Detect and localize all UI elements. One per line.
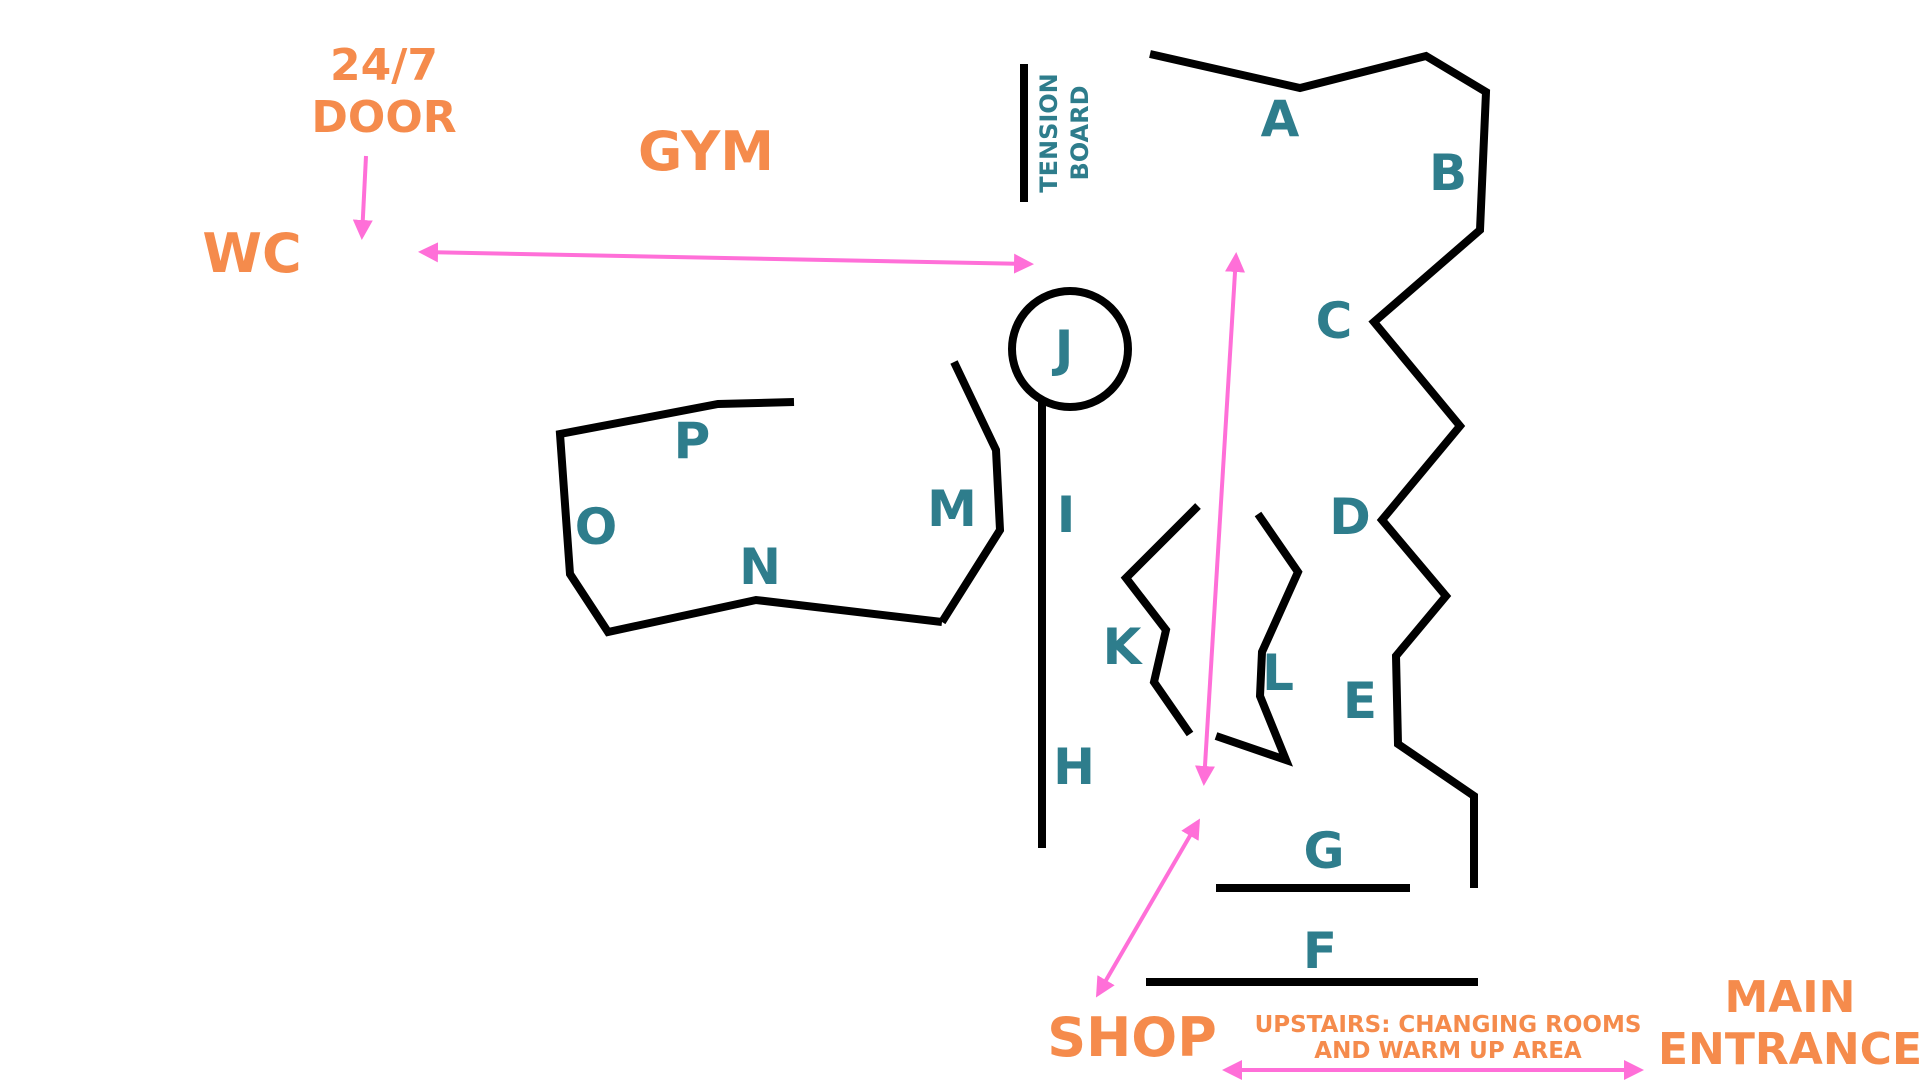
wall-label-f: F bbox=[1303, 922, 1337, 980]
arrow-door-to-wc bbox=[352, 155, 373, 240]
wall-label-i: I bbox=[1057, 486, 1076, 544]
arrow-wc-to-gym-wall bbox=[418, 242, 1034, 274]
wall-line-l bbox=[1214, 511, 1303, 767]
upstairs-label-line1: UPSTAIRS: CHANGING ROOMS bbox=[1255, 1012, 1642, 1038]
wall-label-e: E bbox=[1343, 672, 1377, 730]
wall-line-abcde bbox=[1149, 50, 1491, 888]
wall-label-m: M bbox=[927, 480, 977, 538]
wall-label-d: D bbox=[1329, 488, 1371, 546]
wall-label-l: L bbox=[1262, 644, 1294, 702]
wall-label-n: N bbox=[739, 538, 781, 596]
upstairs-label-line2: AND WARM UP AREA bbox=[1314, 1038, 1582, 1064]
route-arrows bbox=[352, 155, 1644, 1080]
wall-label-j: J bbox=[1052, 320, 1074, 378]
wall-label-h: H bbox=[1053, 738, 1095, 796]
tension-board-label-line1: TENSION bbox=[1035, 73, 1063, 193]
tension-board-label-line2: BOARD bbox=[1066, 85, 1094, 180]
arrow-center-corridor bbox=[1194, 252, 1246, 786]
area-labels: 24/7 DOOR GYM WC SHOP UPSTAIRS: CHANGING… bbox=[202, 40, 1920, 1075]
wall-label-g: G bbox=[1303, 822, 1344, 880]
wc-label: WC bbox=[202, 222, 301, 285]
wall-label-o: O bbox=[575, 498, 618, 556]
wall-letters: A B C D E F G H I J K L M N O P bbox=[575, 90, 1467, 980]
wall-label-p: P bbox=[674, 412, 711, 470]
wall-label-k: K bbox=[1103, 618, 1144, 676]
main-entrance-label-line2: ENTRANCE bbox=[1658, 1024, 1920, 1075]
wall-line-m bbox=[938, 360, 1005, 625]
door-label-line1: 24/7 bbox=[330, 40, 438, 91]
tension-board-label: TENSION BOARD bbox=[1035, 73, 1094, 193]
shop-label: SHOP bbox=[1047, 1006, 1217, 1069]
wall-line-k bbox=[1120, 503, 1201, 737]
wall-circle-j bbox=[1008, 287, 1132, 411]
wall-line-nop bbox=[555, 398, 943, 637]
wall-outlines bbox=[555, 50, 1491, 986]
arrow-shop bbox=[1095, 818, 1201, 998]
main-entrance-label-line1: MAIN bbox=[1724, 972, 1855, 1023]
wall-label-c: C bbox=[1316, 292, 1353, 350]
wall-label-a: A bbox=[1261, 90, 1300, 148]
wall-label-b: B bbox=[1429, 144, 1467, 202]
door-label-line2: DOOR bbox=[311, 92, 456, 143]
gym-label: GYM bbox=[638, 120, 774, 183]
